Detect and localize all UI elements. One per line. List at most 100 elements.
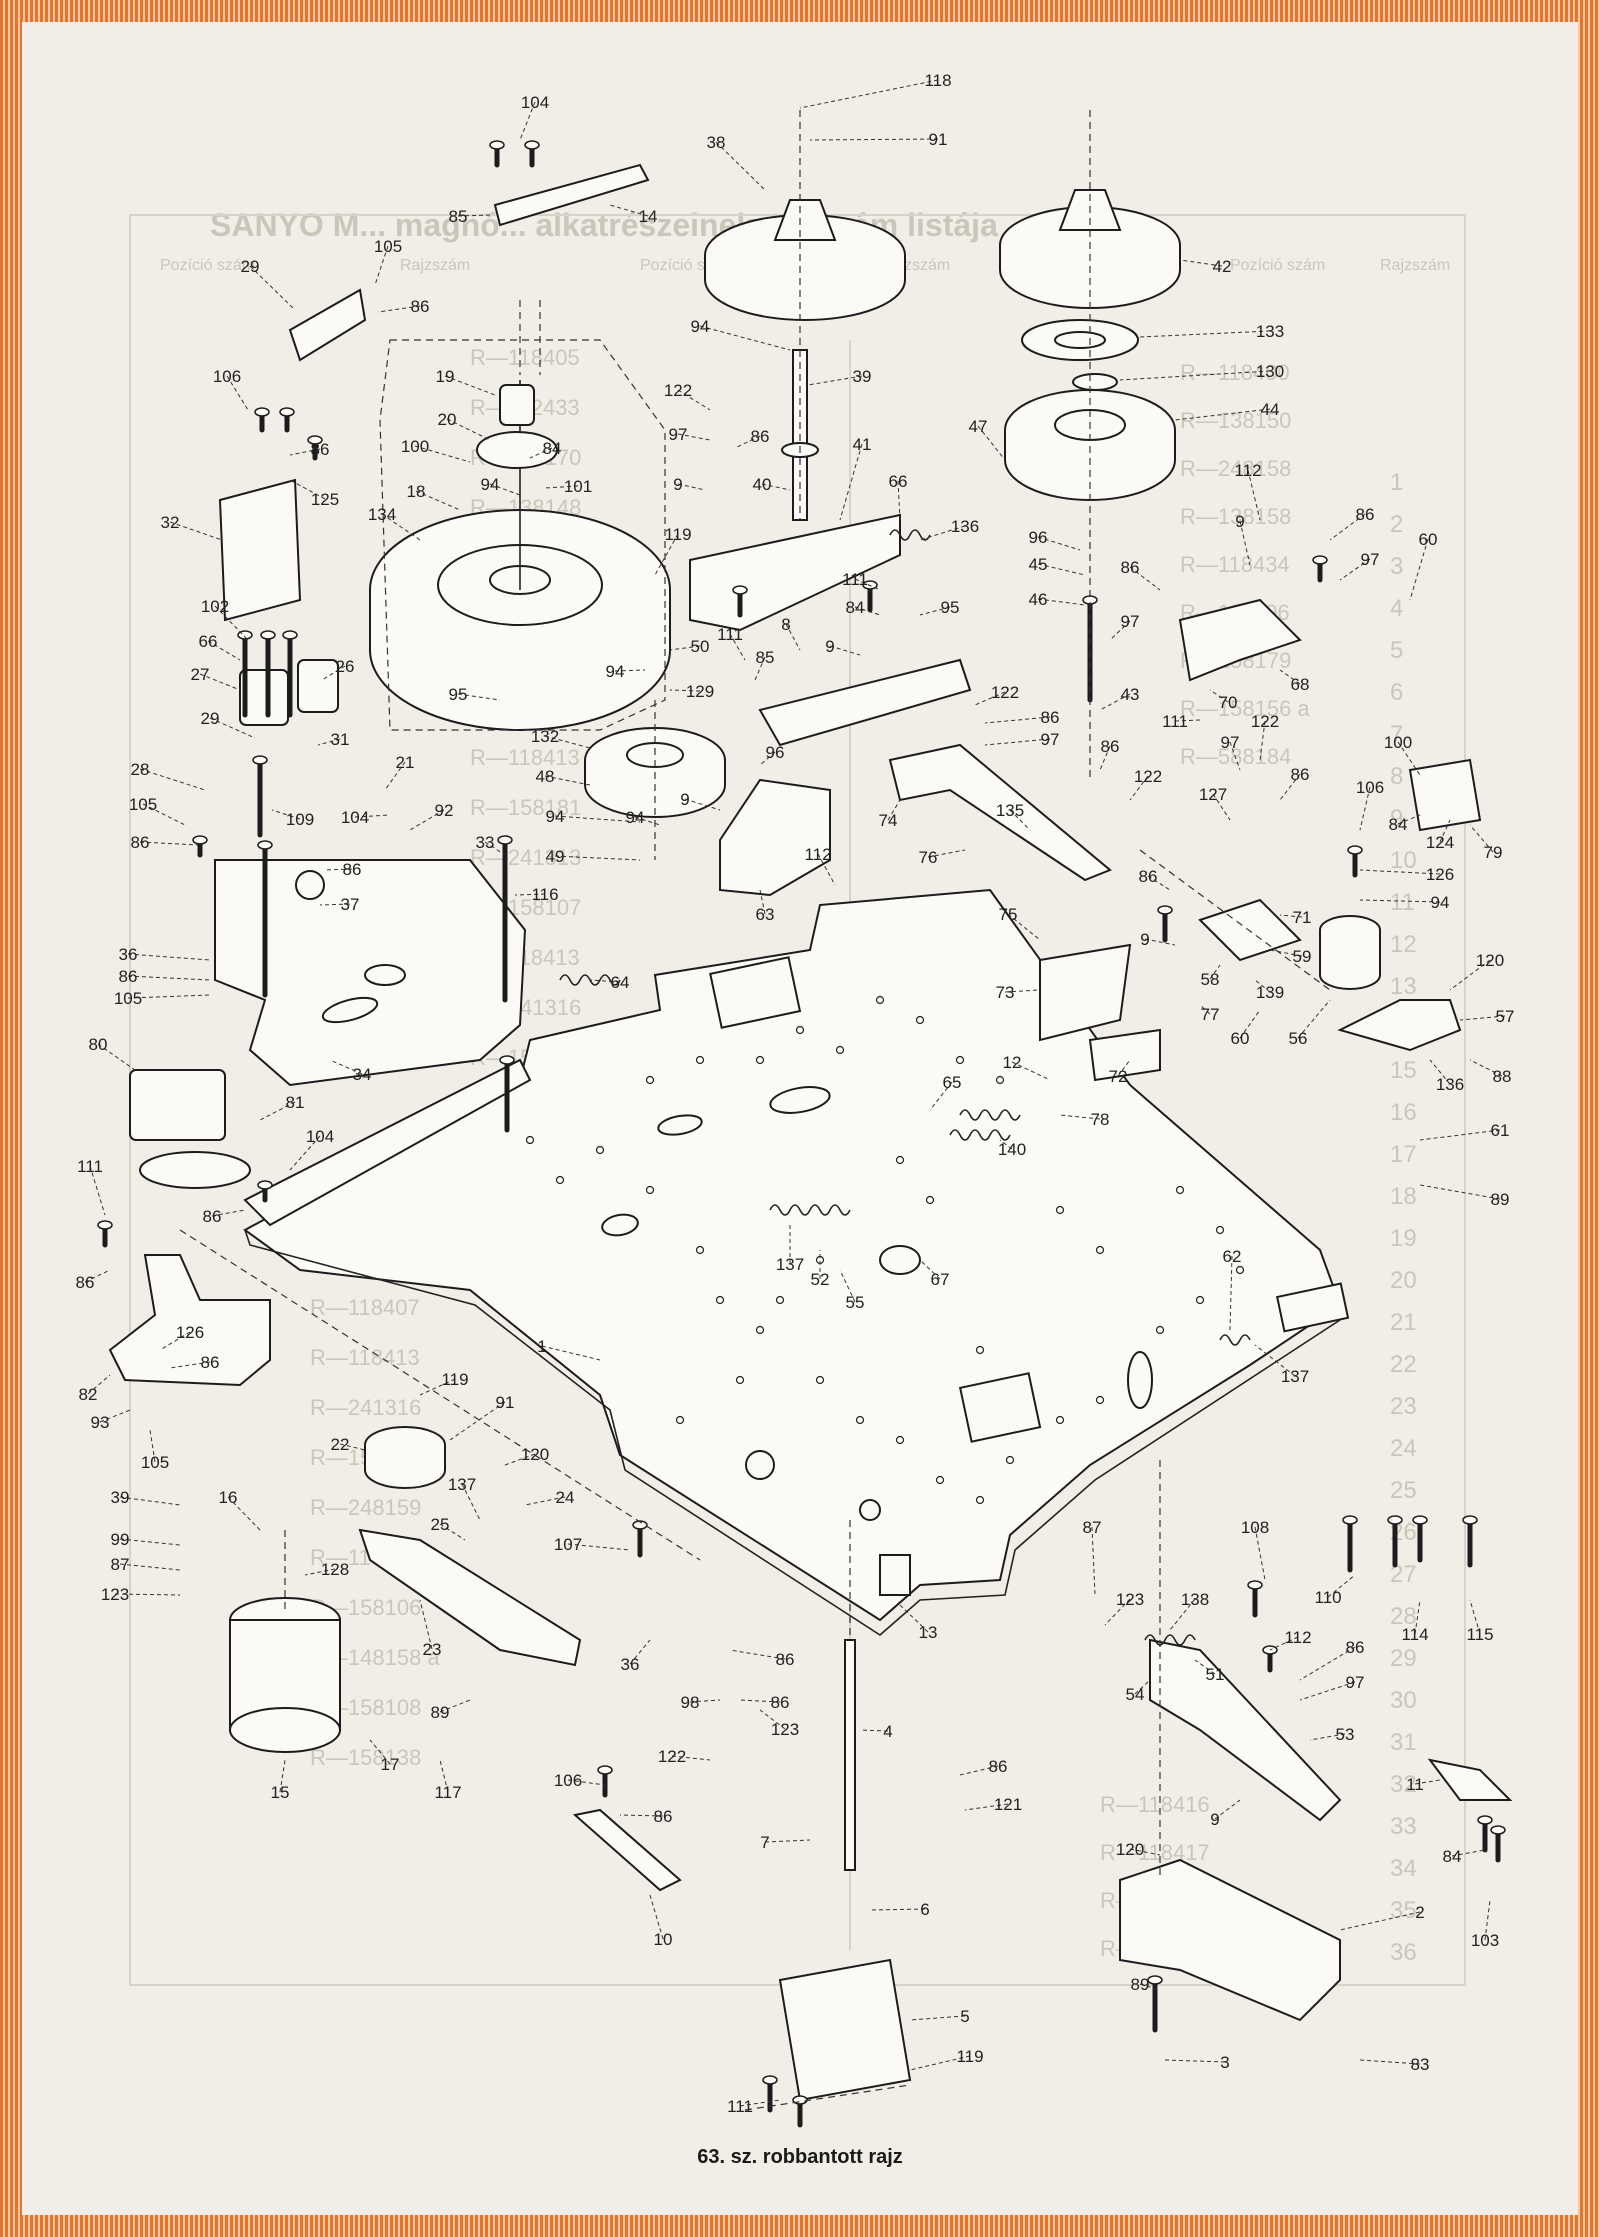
part-number: 6 — [920, 1900, 929, 1919]
part-number: 112 — [1284, 1628, 1311, 1647]
part-number: 9 — [1235, 512, 1244, 531]
part-number: 86 — [654, 1807, 673, 1826]
part-label-63: 63 — [756, 889, 774, 924]
part-label-85: 85 — [449, 207, 493, 226]
ghost-header: Rajzszám — [1380, 257, 1450, 274]
part-label-130: 130 — [1119, 362, 1284, 381]
spring-78 — [959, 1109, 1021, 1121]
ghost-positions-right: 1234567891011121314151617181920212223242… — [1390, 469, 1417, 1966]
part-label-59: 59 — [1269, 947, 1311, 966]
part-label-94-e: 94 — [626, 808, 661, 827]
chassis-hole — [1095, 1395, 1105, 1405]
part-number: 105 — [129, 795, 157, 814]
chassis-window-1 — [709, 956, 802, 1029]
part-label-112-a: 112 — [1234, 461, 1262, 521]
bracket-29 — [288, 288, 367, 362]
part-number: 105 — [141, 1453, 169, 1472]
part-label-25: 25 — [431, 1515, 466, 1541]
part-label-133: 133 — [1139, 322, 1284, 341]
part-number: 12 — [1003, 1053, 1022, 1072]
part-number: 122 — [1134, 767, 1162, 786]
part-label-84-a: 84 — [529, 439, 562, 459]
ghost-position: 15 — [1390, 1057, 1417, 1084]
part-number: 29 — [201, 709, 220, 728]
part-label-57: 57 — [1459, 1007, 1514, 1026]
bracket-79 — [1408, 758, 1482, 832]
part-label-6: 6 — [869, 1900, 930, 1919]
part-number: 97 — [1346, 1673, 1365, 1692]
part-label-86-e: 86 — [119, 967, 211, 986]
part-number: 17 — [381, 1755, 400, 1774]
part-number: 96 — [766, 743, 785, 762]
spring-137-right — [1219, 1334, 1251, 1346]
part-number: 50 — [691, 637, 710, 656]
chassis-hole — [1055, 1205, 1065, 1215]
bracket-10 — [572, 1808, 682, 1892]
part-number: 111 — [727, 2097, 753, 2116]
part-number: 39 — [853, 367, 872, 386]
part-label-34: 34 — [329, 1059, 371, 1084]
bracket-72 — [1088, 1028, 1161, 1082]
part-label-83: 83 — [1359, 2055, 1429, 2074]
part-label-86-g: 86 — [76, 1269, 111, 1292]
part-number: 41 — [853, 435, 872, 454]
part-number: 117 — [434, 1783, 461, 1802]
chassis-hole — [995, 1075, 1005, 1085]
ghost-position: 7 — [1390, 721, 1403, 748]
part-number: 98 — [681, 1693, 700, 1712]
part-number: 23 — [423, 1640, 442, 1659]
part-label-74: 74 — [879, 799, 901, 830]
part-number: 111 — [842, 570, 868, 589]
screw — [1342, 1515, 1358, 1573]
part-number: 15 — [271, 1783, 290, 1802]
part-number: 84 — [543, 439, 562, 458]
part-number: 94 — [1431, 893, 1450, 912]
part-number: 45 — [1029, 555, 1048, 574]
ghost-position: 4 — [1390, 595, 1403, 622]
part-label-94-a: 94 — [481, 475, 521, 496]
part-label-86-f: 86 — [203, 1207, 246, 1226]
part-number: 54 — [1126, 1685, 1145, 1704]
part-number: 86 — [411, 297, 430, 316]
screw — [1347, 845, 1363, 878]
part-number: 75 — [999, 905, 1018, 924]
part-number: 91 — [496, 1393, 515, 1412]
part-number: 125 — [311, 490, 339, 509]
screw — [1082, 595, 1098, 703]
part-number: 86 — [1041, 708, 1060, 727]
ghost-code: R—118400 — [1180, 360, 1290, 385]
part-number: 106 — [1356, 778, 1384, 797]
part-label-14: 14 — [609, 204, 657, 226]
chassis-bracket-13 — [879, 1554, 911, 1596]
part-label-39-a: 39 — [807, 367, 872, 386]
part-label-139: 139 — [1254, 979, 1284, 1002]
screw — [1157, 905, 1173, 943]
part-label-50: 50 — [669, 637, 710, 656]
part-label-86-r: 86 — [739, 1693, 789, 1712]
part-number: 55 — [846, 1293, 865, 1312]
part-label-86-d: 86 — [324, 860, 361, 879]
chassis-hole — [645, 1185, 655, 1195]
part-number: 112 — [804, 845, 831, 864]
support-5 — [778, 1958, 912, 2102]
part-number: 71 — [1293, 908, 1312, 927]
part-label-122-d: 122 — [1129, 767, 1162, 801]
part-number: 82 — [79, 1385, 98, 1404]
part-label-111-d: 111 — [1162, 712, 1201, 731]
screw — [524, 140, 540, 168]
part-label-67: 67 — [919, 1259, 949, 1289]
screw — [762, 2075, 778, 2113]
part-label-23: 23 — [419, 1599, 442, 1659]
ghost-position: 6 — [1390, 679, 1403, 706]
part-label-100-a: 100 — [401, 437, 471, 463]
part-number: 109 — [286, 810, 314, 829]
ghost-code: R—158156 a — [1180, 696, 1310, 721]
screw — [497, 835, 513, 1003]
part-label-104-top: 104 — [519, 93, 549, 141]
part-number: 115 — [1466, 1625, 1493, 1644]
part-number: 53 — [1336, 1725, 1355, 1744]
chassis-hole — [595, 1145, 605, 1155]
part-label-104-mid: 104 — [341, 808, 391, 827]
part-number: 20 — [438, 410, 457, 429]
